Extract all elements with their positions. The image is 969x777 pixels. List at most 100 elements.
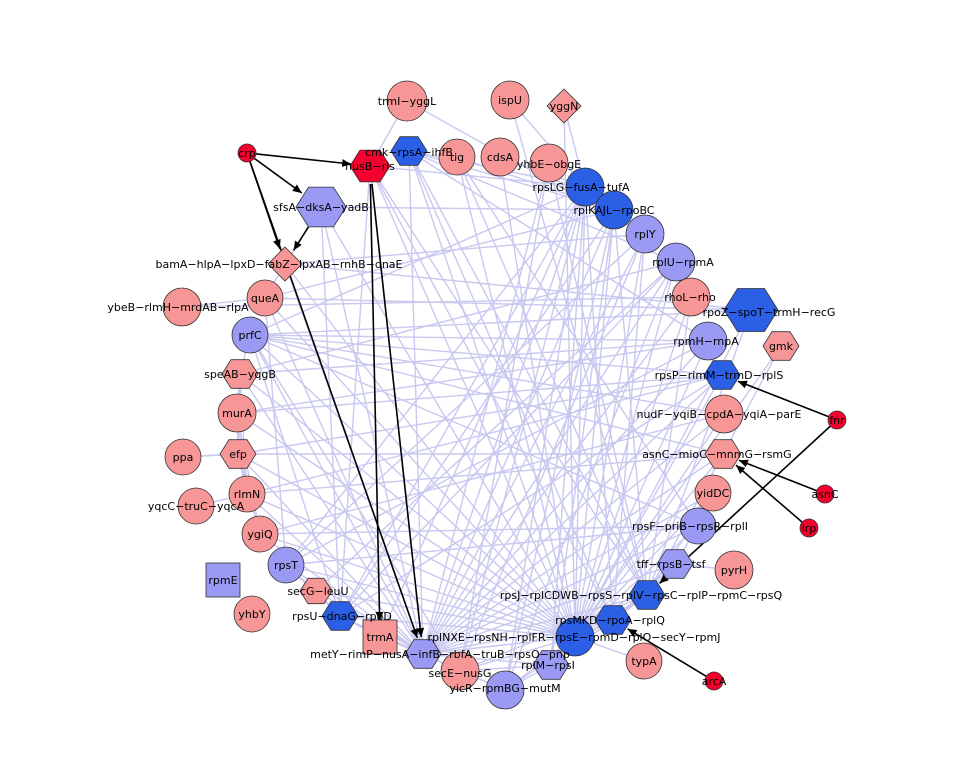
node-label-yhbY: yhbY xyxy=(238,608,265,621)
node-rpsLG[interactable] xyxy=(565,167,605,207)
node-asnC_mioC[interactable] xyxy=(704,439,742,469)
node-trml[interactable] xyxy=(386,80,428,122)
node-label-nudF: nudF−yqiB−cpdA−yqiA−parE xyxy=(636,408,801,421)
node-rpmE[interactable] xyxy=(205,562,241,598)
edge-rpsF-prfC xyxy=(249,334,699,527)
node-arcA[interactable] xyxy=(704,671,724,691)
regulates-lrp-asnC_mioC xyxy=(735,464,804,524)
edge-rhoL-rpsJ xyxy=(646,296,692,596)
node-rpsMKD[interactable] xyxy=(594,605,632,635)
node-label-rpoZ: rpoZ−spoT−trmH−recG xyxy=(703,306,836,319)
node-efp[interactable] xyxy=(219,439,257,469)
node-secG[interactable] xyxy=(299,577,333,605)
node-yqcC[interactable] xyxy=(177,487,215,525)
edge-sfsA-metY xyxy=(320,206,424,655)
node-label-ybeB: ybeB−rlmH−mrdAB−rlpA xyxy=(107,301,249,314)
edge-speAB-metY xyxy=(239,373,424,655)
node-cdsA[interactable] xyxy=(480,137,520,177)
node-fnr[interactable] xyxy=(827,410,847,430)
node-rplU[interactable] xyxy=(656,242,696,282)
node-rplM[interactable] xyxy=(532,650,570,680)
node-yhbY[interactable] xyxy=(233,595,271,633)
node-rpsT[interactable] xyxy=(267,546,305,584)
node-pyrH[interactable] xyxy=(714,550,754,590)
edge-rpsF-metY xyxy=(422,525,699,655)
node-yggN[interactable] xyxy=(546,88,582,124)
edge-rpsP-prfC xyxy=(249,334,723,376)
edge-rpmH-murA xyxy=(236,340,709,414)
node-asnC[interactable] xyxy=(815,484,835,504)
edge-rplU-rpsU xyxy=(339,261,677,617)
node-queA[interactable] xyxy=(246,279,284,317)
node-typA[interactable] xyxy=(625,642,663,680)
node-tig[interactable] xyxy=(438,138,476,176)
node-label-tff: tff−rpsB−tsf xyxy=(636,558,706,571)
edge-prfC-rpsU xyxy=(249,334,341,617)
node-prfC[interactable] xyxy=(231,316,269,354)
node-label-yicR: yicR−rpmBG−mutM xyxy=(449,682,560,695)
node-ispU[interactable] xyxy=(490,80,530,120)
edge-rpsP-efp xyxy=(237,374,723,455)
regulates-asnC-asnC_mioC xyxy=(738,459,818,492)
node-rlmN[interactable] xyxy=(228,475,266,513)
edge-tig-rplNXE xyxy=(456,156,576,638)
node-yhbE[interactable] xyxy=(529,143,569,183)
node-rpsU[interactable] xyxy=(321,601,359,631)
node-metY[interactable] xyxy=(404,639,442,669)
node-ygiQ[interactable] xyxy=(241,515,279,553)
node-rplKAJL[interactable] xyxy=(594,190,634,230)
edge-rpsT-rplNXE xyxy=(285,564,576,638)
node-rhoL[interactable] xyxy=(671,277,711,317)
edge-efp-rplNXE xyxy=(237,453,576,638)
node-gmk[interactable] xyxy=(762,331,800,361)
node-speAB[interactable] xyxy=(221,359,259,389)
edge-metY-rplM xyxy=(422,653,552,666)
edge-rpoZ-prfC xyxy=(249,309,752,336)
edge-nudF-rplNXE xyxy=(574,413,725,638)
node-cmk[interactable] xyxy=(390,136,428,166)
edge-rplU-speAB xyxy=(239,261,677,375)
node-nusB[interactable] xyxy=(349,149,391,183)
edge-rpsF-ygiQ xyxy=(259,525,699,535)
edge-rpsJ-metY xyxy=(422,594,648,655)
node-tff[interactable] xyxy=(656,549,694,579)
node-nudF[interactable] xyxy=(704,394,744,434)
node-rpoZ[interactable] xyxy=(723,288,779,332)
node-rplNXE[interactable] xyxy=(555,617,595,657)
node-label-cmk: cmk−rpsA−ihfB xyxy=(365,146,453,159)
node-rpsF[interactable] xyxy=(679,507,717,545)
node-lrp[interactable] xyxy=(799,518,819,538)
edge-yggN-rplNXE xyxy=(563,105,576,638)
node-label-fnr: fnr xyxy=(829,414,845,427)
edge-rpsP-murA xyxy=(236,374,723,414)
edge-rplKAJL-sfsA xyxy=(320,206,615,211)
node-rpmH[interactable] xyxy=(688,321,728,361)
edge-rpmH-rpsT xyxy=(285,340,709,566)
node-rplY[interactable] xyxy=(625,214,665,254)
edge-nusB-rpsLG xyxy=(369,165,586,188)
node-rpsP[interactable] xyxy=(703,360,741,390)
node-secE[interactable] xyxy=(440,651,480,691)
edge-prfC-secE xyxy=(249,334,461,672)
edge-rlmN-rplNXE xyxy=(246,493,576,638)
node-sfsA[interactable] xyxy=(295,186,347,228)
node-yidDC[interactable] xyxy=(694,474,732,512)
edge-tig-rpsF xyxy=(456,156,699,527)
edge-murA-ygiQ xyxy=(236,412,261,535)
node-ybeB[interactable] xyxy=(162,287,202,327)
node-ppa[interactable] xyxy=(164,438,202,476)
edge-rpoZ-rplNXE xyxy=(574,309,752,638)
node-rpsJ[interactable] xyxy=(628,580,666,610)
node-trmA[interactable] xyxy=(362,619,398,655)
node-label-prfC: prfC xyxy=(238,329,261,342)
edge-asnC_mioC-metY xyxy=(422,453,724,655)
node-label-rpsP: rpsP−rimM−trmD−rplS xyxy=(655,369,784,382)
node-crp[interactable] xyxy=(237,143,257,163)
node-bamA[interactable] xyxy=(267,246,303,282)
node-label-yidDC: yidDC xyxy=(697,487,730,500)
node-yicR[interactable] xyxy=(485,670,525,710)
node-label-cdsA: cdsA xyxy=(487,151,514,164)
node-murA[interactable] xyxy=(217,393,257,433)
node-label-speAB: speAB−yqgB xyxy=(204,368,276,381)
